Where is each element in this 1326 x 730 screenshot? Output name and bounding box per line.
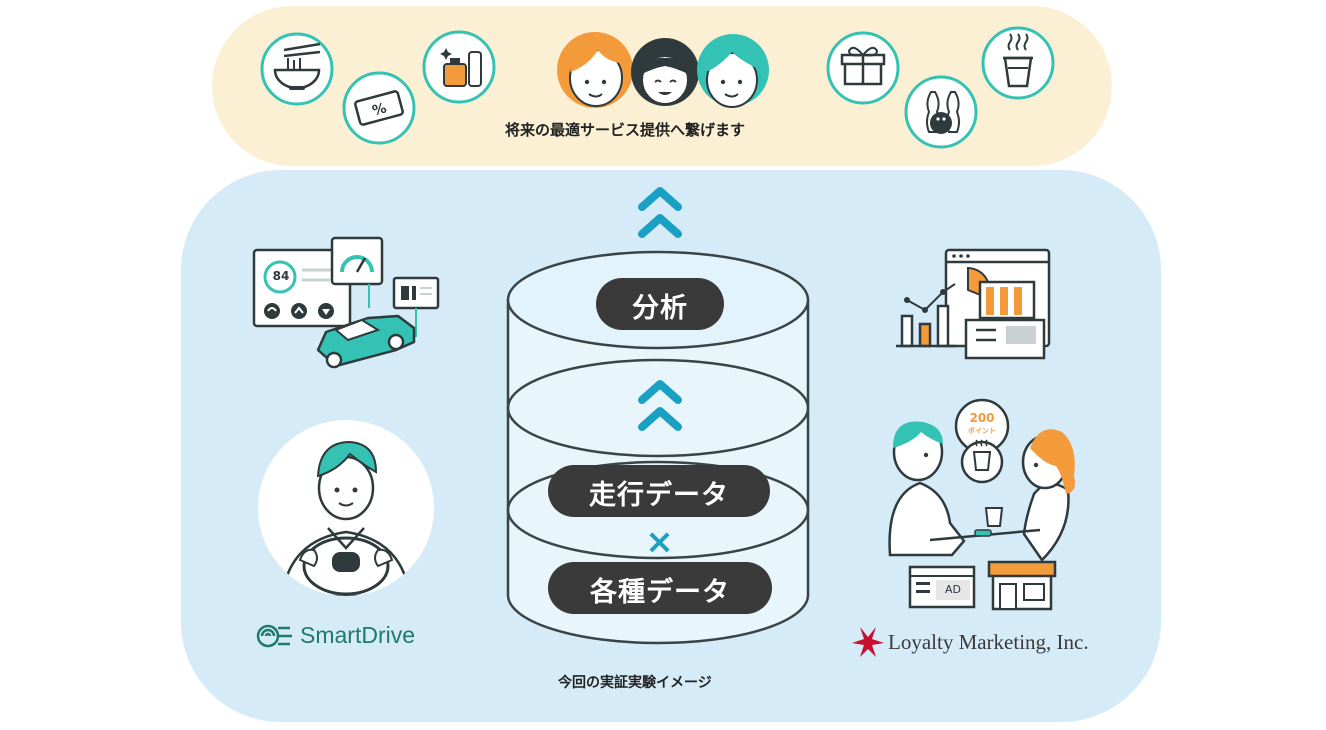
smartdrive-logo: SmartDrive: [300, 622, 416, 648]
cross-symbol: ×: [645, 522, 675, 562]
smartdrive-logo-icon: [256, 624, 292, 648]
loyalty-purchase-scene: [888, 398, 1075, 611]
various-data-pill: [548, 562, 772, 614]
bowling-icon: [904, 75, 978, 149]
dashboard-score: 84: [272, 269, 290, 283]
loyalty-marketing-logo: Loyalty Marketing, Inc.: [888, 630, 1089, 654]
panel-caption: 今回の実証実験イメージ: [558, 675, 712, 691]
driver-avatar: [258, 420, 434, 596]
coupon-ticket-icon: %: [342, 71, 416, 145]
driving-data-pill: [548, 465, 770, 517]
various-data-label: 各種データ: [590, 577, 730, 608]
analysis-label: 分析: [632, 293, 688, 324]
svg-text:%: %: [371, 100, 389, 119]
analysis-pill: [596, 278, 724, 330]
speedometer-icon: [330, 236, 384, 286]
driving-data-label: 走行データ: [589, 480, 729, 511]
people-faces-icon: [557, 32, 769, 108]
gift-box-icon: [826, 31, 900, 105]
points-value: 200: [969, 411, 995, 425]
cosmetics-icon: [422, 30, 496, 104]
up-arrows-top-icon: [638, 187, 682, 238]
points-label: ポイント: [968, 427, 996, 435]
driving-dashboard-icon: [252, 248, 352, 328]
future-services-caption: 将来の最適サービス提供へ繋げます: [505, 121, 746, 139]
loyalty-marketing-logo-icon: [852, 627, 884, 657]
ramen-bowl-icon: [260, 32, 334, 106]
up-arrows-middle-icon: [638, 380, 682, 431]
ad-label: AD: [945, 583, 961, 596]
car-icon: [316, 314, 416, 369]
hot-drink-cup-icon: [981, 26, 1055, 100]
analytics-chart-icon: [896, 248, 1051, 360]
